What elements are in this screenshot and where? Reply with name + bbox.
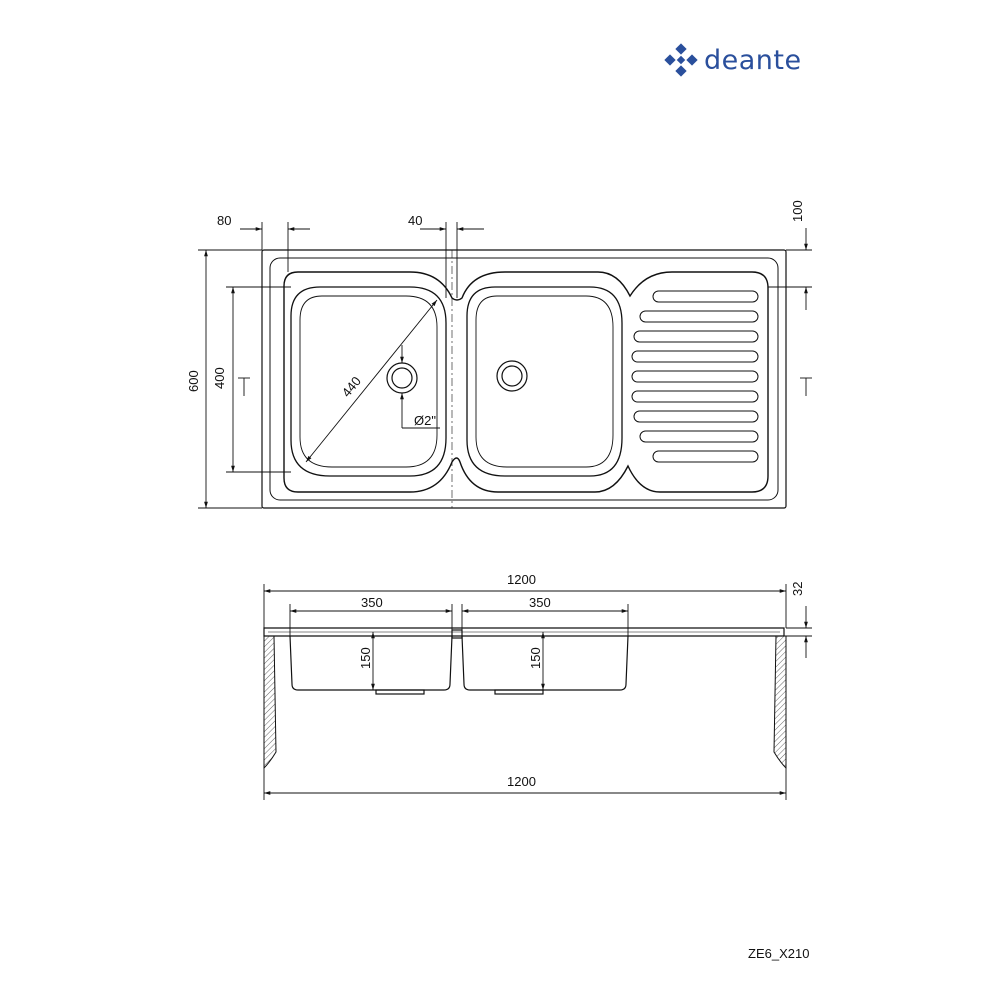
dim-bowl-2-width: 350 [529,595,551,610]
top-view [261,249,787,509]
brand-name: deante [704,44,802,76]
dim-bowl-depth: 400 [212,367,227,389]
left-side-panel [263,635,277,770]
dim-total-depth: 600 [186,370,201,392]
dim-total-width-top: 1200 [507,572,536,587]
side-view [263,627,785,695]
dim-bowl-2-depth: 150 [528,647,543,669]
dim-total-width-bottom: 1200 [507,774,536,789]
right-side-panel [773,635,787,770]
dim-back-offset: 100 [790,200,805,222]
brand-logo: deante [664,40,802,80]
dim-gap-between-bowls: 40 [408,213,422,228]
side-view-dimensions [263,584,812,800]
sink-inner-contour [283,271,769,493]
side-bowl-1 [289,635,453,691]
dim-drain-diameter: Ø2" [414,413,436,428]
bowl-1 [290,286,447,477]
top-view-dimensions [198,222,812,509]
deante-logo-icon [664,43,698,77]
dim-bowl-1-depth: 150 [358,647,373,669]
sink-outline [261,249,787,509]
bowl-2 [466,286,623,477]
drain-2 [496,360,528,392]
dim-bowl-1-width: 350 [361,595,383,610]
drainer-ribs [631,290,759,463]
side-bowl-2 [461,635,629,691]
dim-rim-height: 32 [790,582,805,596]
model-code: ZE6_X210 [748,946,810,961]
dim-edge-offset: 80 [217,213,231,228]
dim-bowl-diagonal: 440 [339,374,364,400]
